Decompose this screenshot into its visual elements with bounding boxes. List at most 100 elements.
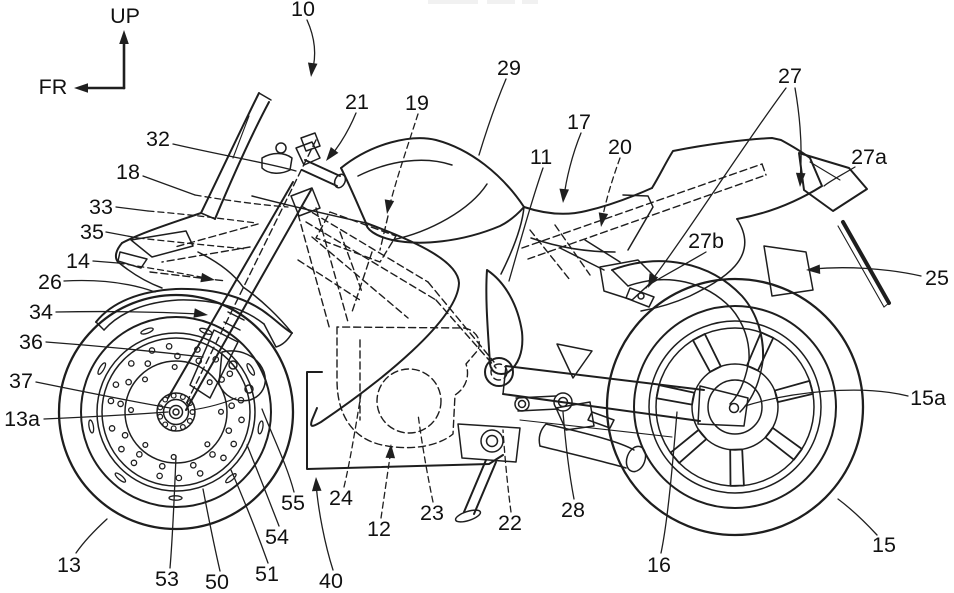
leader-line-35 [137, 237, 247, 250]
leader-line-11 [508, 167, 544, 282]
ref-label-51: 51 [255, 562, 279, 586]
leader-line-23 [417, 413, 434, 503]
leader-line-18 [142, 175, 196, 196]
ref-label-27a: 27a [851, 145, 887, 169]
exhaust-muffler [538, 423, 647, 473]
rear-spoke [669, 428, 708, 464]
front-rim-slots [88, 327, 264, 501]
rear-axle [728, 402, 740, 414]
ref-label-54: 54 [265, 525, 289, 549]
rim-slot [114, 472, 127, 483]
seat-rail-hidden [521, 163, 763, 249]
disc-hole [158, 462, 166, 470]
leader-line-33 [115, 206, 149, 212]
ref-label-37: 37 [9, 369, 33, 393]
hub-bolt [162, 396, 169, 403]
mud-flap [841, 220, 891, 305]
rim-slot [225, 473, 237, 484]
rider-footpeg-bracket [514, 392, 615, 431]
ref-label-40: 40 [319, 569, 343, 593]
crankcase-hidden [376, 368, 442, 434]
rim-slot [246, 363, 256, 376]
leader-line-27b [651, 251, 707, 284]
ref-label-19: 19 [405, 91, 429, 115]
swingarm-pivot [484, 357, 514, 387]
arrowhead-14 [200, 272, 215, 283]
leader-line-27 [645, 87, 787, 289]
ref-label-27: 27 [778, 64, 802, 88]
arrowhead-17 [559, 188, 570, 203]
front-brake-disc-holes [107, 343, 245, 482]
ref-label-25: 25 [925, 266, 949, 290]
disc-hole [130, 459, 138, 467]
disc-hole [125, 378, 132, 386]
arrowhead-20 [598, 212, 609, 227]
arrowhead-UP [119, 30, 129, 44]
ref-label-13: 13 [57, 553, 81, 577]
leader-line-15 [837, 498, 878, 536]
disc-hole [141, 376, 149, 383]
ref-label-24: 24 [329, 486, 353, 510]
ref-label-23: 23 [420, 501, 444, 525]
frame-pivot-plate [485, 269, 524, 375]
leader-line-13 [75, 518, 108, 554]
disc-hole [142, 441, 149, 448]
rear-panel [763, 245, 814, 297]
leader-line-17 [563, 132, 582, 198]
airbox-hidden [315, 211, 397, 263]
steering-axis-hidden [185, 139, 317, 405]
ref-label-35: 35 [80, 220, 104, 244]
hub-bolt [170, 392, 177, 399]
arrowhead-FR [74, 83, 88, 93]
leader-line-35 [105, 231, 139, 239]
ref-label-27b: 27b [688, 229, 724, 253]
arrowhead-21 [326, 147, 339, 161]
disc-hole [189, 461, 197, 469]
leader-line-55 [261, 408, 295, 493]
leader-line-18 [194, 194, 289, 208]
rear-spoke [773, 379, 814, 404]
arrowhead-25 [806, 264, 821, 275]
leader-line-13a [43, 411, 169, 420]
cropped-header-artifact [428, 0, 538, 4]
hub-bolt [157, 413, 164, 420]
ref-label-UP: UP [110, 4, 140, 28]
ref-label-36: 36 [19, 330, 43, 354]
leader-line-27a [823, 166, 856, 187]
rear-wheel-spokes [655, 331, 814, 487]
top-triple-clamp [290, 187, 321, 217]
ref-label-11: 11 [530, 145, 552, 169]
disc-hole [118, 445, 125, 453]
disc-hole [112, 381, 120, 389]
bar-clamp [295, 141, 321, 166]
leader-line-16 [660, 411, 678, 554]
leader-line-24 [343, 393, 362, 488]
bodywork [251, 137, 891, 470]
rim-slot [168, 495, 183, 501]
leader-line-25 [811, 267, 922, 277]
ref-label-14: 14 [66, 249, 90, 273]
leader-line-34 [55, 310, 201, 315]
ref-label-18: 18 [116, 160, 140, 184]
kickstand [454, 423, 521, 523]
leader-line-36 [45, 341, 204, 358]
disc-hole [165, 343, 173, 350]
ref-label-34: 34 [29, 300, 53, 324]
disc-hole [228, 402, 235, 410]
disc-hole [225, 427, 233, 435]
leader-line-14 [117, 262, 207, 279]
leader-line-28 [562, 411, 575, 500]
disc-hole [171, 363, 178, 371]
disc-hole [238, 416, 245, 424]
fork-slider [189, 329, 239, 399]
ref-label-16: 16 [647, 553, 671, 577]
rear-spoke [729, 448, 745, 487]
leader-line-19 [388, 113, 419, 209]
front-fender [95, 287, 293, 348]
ref-label-15a: 15a [910, 386, 946, 410]
disc-hole [174, 352, 181, 360]
disc-hole [217, 408, 225, 415]
disc-hole [148, 347, 156, 354]
ref-label-53: 53 [155, 567, 179, 591]
